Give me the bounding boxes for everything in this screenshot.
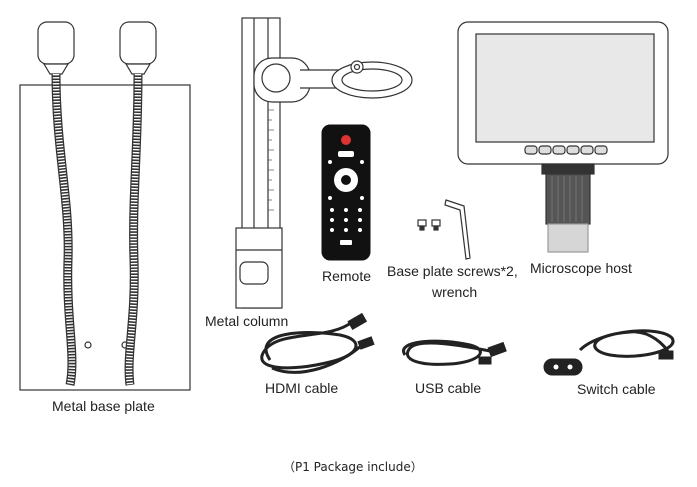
hdmi-cable-label: HDMI cable xyxy=(265,380,339,396)
wrench-label: wrench xyxy=(432,284,478,300)
cable-icon xyxy=(402,339,496,366)
base-plate-label: Metal base plate xyxy=(52,398,155,414)
screw-icon xyxy=(417,219,427,227)
power-button-icon xyxy=(341,135,351,145)
metal-column-illustration xyxy=(235,17,413,309)
remote-icon xyxy=(321,124,371,261)
remote-label: Remote xyxy=(322,268,372,284)
screws-label: Base plate screws*2, xyxy=(387,263,518,279)
remote-illustration xyxy=(321,124,371,261)
usb-cable-illustration xyxy=(402,339,507,366)
metal-column-label: Metal column xyxy=(205,313,289,329)
microscope-host-illustration xyxy=(457,21,669,253)
lamp-head-icon xyxy=(37,21,75,65)
switch-icon xyxy=(543,358,583,376)
base-plate-illustration xyxy=(19,21,191,391)
figure-caption: （P1 Package include） xyxy=(283,460,423,474)
lamp-head-icon xyxy=(119,21,157,65)
hdmi-cable-illustration xyxy=(260,312,375,374)
base-plate-icon xyxy=(19,84,191,391)
usb-cable-label: USB cable xyxy=(415,380,482,396)
switch-cable-illustration xyxy=(543,329,675,376)
cable-icon xyxy=(578,329,675,358)
wrench-icon xyxy=(444,199,471,260)
microscope-host-label: Microscope host xyxy=(530,260,632,276)
screws-wrench-illustration xyxy=(417,199,471,260)
cable-icon xyxy=(260,320,358,370)
screw-icon xyxy=(431,219,441,227)
switch-cable-label: Switch cable xyxy=(577,381,656,397)
